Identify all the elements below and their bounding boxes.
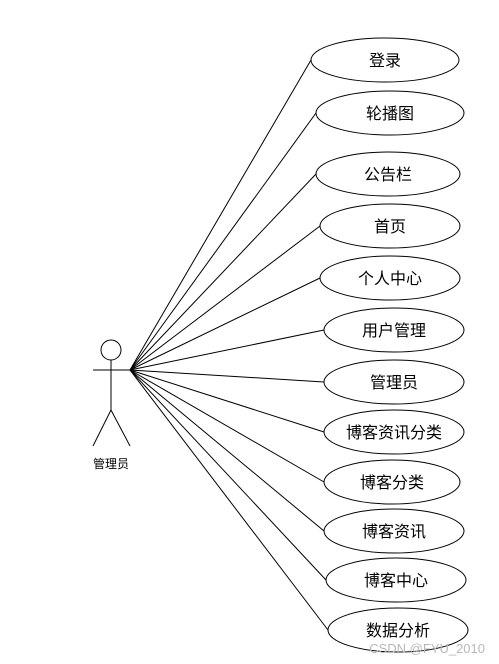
use-case: 个人中心	[319, 255, 461, 301]
use-case-label: 轮播图	[366, 104, 414, 123]
actor-left-leg	[92, 409, 112, 447]
use-case-label: 管理员	[370, 373, 418, 392]
use-case: 管理员	[323, 359, 465, 405]
association-line	[129, 369, 325, 532]
use-case: 博客资讯	[323, 508, 465, 554]
actor-head	[100, 339, 122, 361]
use-case-ellipse	[323, 508, 465, 554]
association-line	[129, 59, 312, 371]
use-case-label: 登录	[369, 51, 401, 70]
association-line	[129, 329, 325, 371]
use-case-ellipse	[323, 459, 461, 505]
use-case: 博客分类	[323, 459, 461, 505]
use-case: 用户管理	[323, 307, 465, 353]
use-case-label: 博客资讯	[362, 522, 426, 541]
use-case: 博客中心	[325, 557, 467, 603]
use-case: 轮播图	[315, 90, 465, 136]
use-case-ellipse	[323, 409, 465, 455]
use-case-ellipse	[319, 203, 461, 249]
association-lines	[129, 59, 329, 631]
use-case: 博客资讯分类	[323, 409, 465, 455]
use-case-ellipse	[327, 607, 469, 653]
association-line	[129, 277, 321, 371]
use-case-label: 用户管理	[362, 321, 426, 340]
use-case-label: 首页	[374, 217, 406, 236]
use-case: 登录	[310, 37, 460, 83]
association-line	[129, 369, 329, 631]
use-case: 数据分析	[327, 607, 469, 653]
use-case-ellipse	[325, 557, 467, 603]
use-case-ellipse	[315, 151, 461, 197]
actor: 管理员	[92, 339, 131, 471]
use-case-label: 博客资讯分类	[346, 423, 442, 442]
use-case-label: 数据分析	[366, 621, 430, 640]
use-case-label: 博客中心	[364, 571, 428, 590]
use-case-label: 个人中心	[358, 269, 422, 288]
use-case-ellipse	[319, 255, 461, 301]
actor-label: 管理员	[93, 456, 129, 471]
watermark: CSDN @FYU_2010	[369, 641, 485, 656]
association-line	[129, 369, 325, 433]
use-case-ellipse	[323, 307, 465, 353]
use-case: 公告栏	[315, 151, 461, 197]
use-case-ellipse	[323, 359, 465, 405]
use-case-ellipse	[315, 90, 465, 136]
use-case-label: 博客分类	[360, 473, 424, 492]
association-line	[129, 369, 327, 581]
use-case-label: 公告栏	[364, 165, 412, 184]
association-line	[129, 225, 321, 371]
association-line	[129, 369, 325, 383]
association-line	[129, 173, 317, 371]
use-case: 首页	[319, 203, 461, 249]
use-case-ellipse	[310, 37, 460, 83]
association-line	[129, 369, 325, 483]
use-cases: 登录轮播图公告栏首页个人中心用户管理管理员博客资讯分类博客分类博客资讯博客中心数…	[310, 37, 469, 653]
actor-right-leg	[110, 409, 131, 447]
association-line	[129, 112, 317, 371]
